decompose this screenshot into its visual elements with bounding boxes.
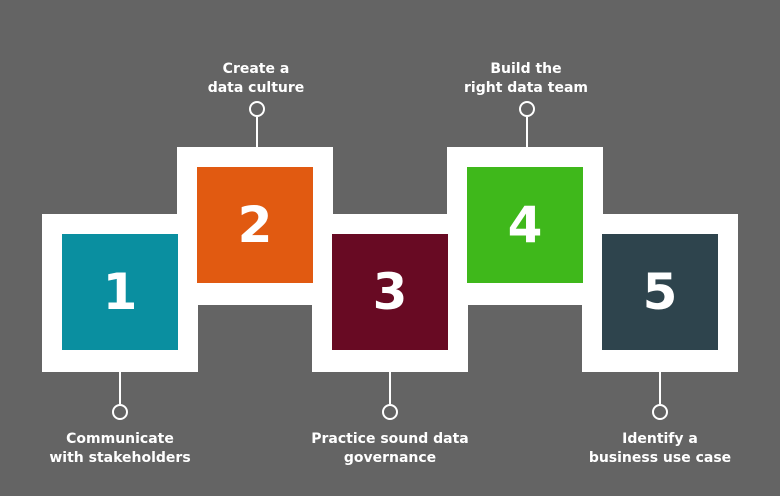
step-2-number: 2 — [237, 196, 273, 254]
step-5-tile: 5 — [602, 234, 718, 350]
step-4-connector — [526, 117, 528, 147]
step-4-label: Build the right data team — [436, 60, 616, 98]
step-5-label: Identify a business use case — [570, 430, 750, 468]
step-3-number: 3 — [372, 263, 408, 321]
step-5-node — [652, 404, 668, 420]
step-2-connector — [256, 117, 258, 147]
step-2-label: Create a data culture — [176, 60, 336, 98]
step-1-node — [112, 404, 128, 420]
step-1-connector — [119, 372, 121, 404]
step-4-node — [519, 101, 535, 117]
step-2-node — [249, 101, 265, 117]
step-1-label-line-2: with stakeholders — [49, 450, 191, 466]
step-3-label-line-1: Practice sound data — [311, 431, 469, 447]
step-4-number: 4 — [507, 196, 543, 254]
step-2-label-line-1: Create a — [222, 61, 290, 77]
step-3-tile: 3 — [332, 234, 448, 350]
step-3-node — [382, 404, 398, 420]
step-5-number: 5 — [642, 263, 678, 321]
step-5-connector — [659, 372, 661, 404]
step-1-label: Communicate with stakeholders — [25, 430, 215, 468]
step-4-label-line-2: right data team — [464, 80, 588, 96]
step-1-number: 1 — [102, 263, 138, 321]
step-4-label-line-1: Build the — [490, 61, 562, 77]
step-4-tile: 4 — [467, 167, 583, 283]
step-2-tile: 2 — [197, 167, 313, 283]
step-3-connector — [389, 372, 391, 404]
step-3-label-line-2: governance — [343, 450, 437, 466]
step-5-label-line-2: business use case — [588, 450, 732, 466]
step-1-tile: 1 — [62, 234, 178, 350]
step-1-label-line-1: Communicate — [66, 431, 174, 447]
step-5-label-line-1: Identify a — [622, 431, 698, 447]
step-2-label-line-2: data culture — [207, 80, 305, 96]
step-3-label: Practice sound data governance — [280, 430, 500, 468]
